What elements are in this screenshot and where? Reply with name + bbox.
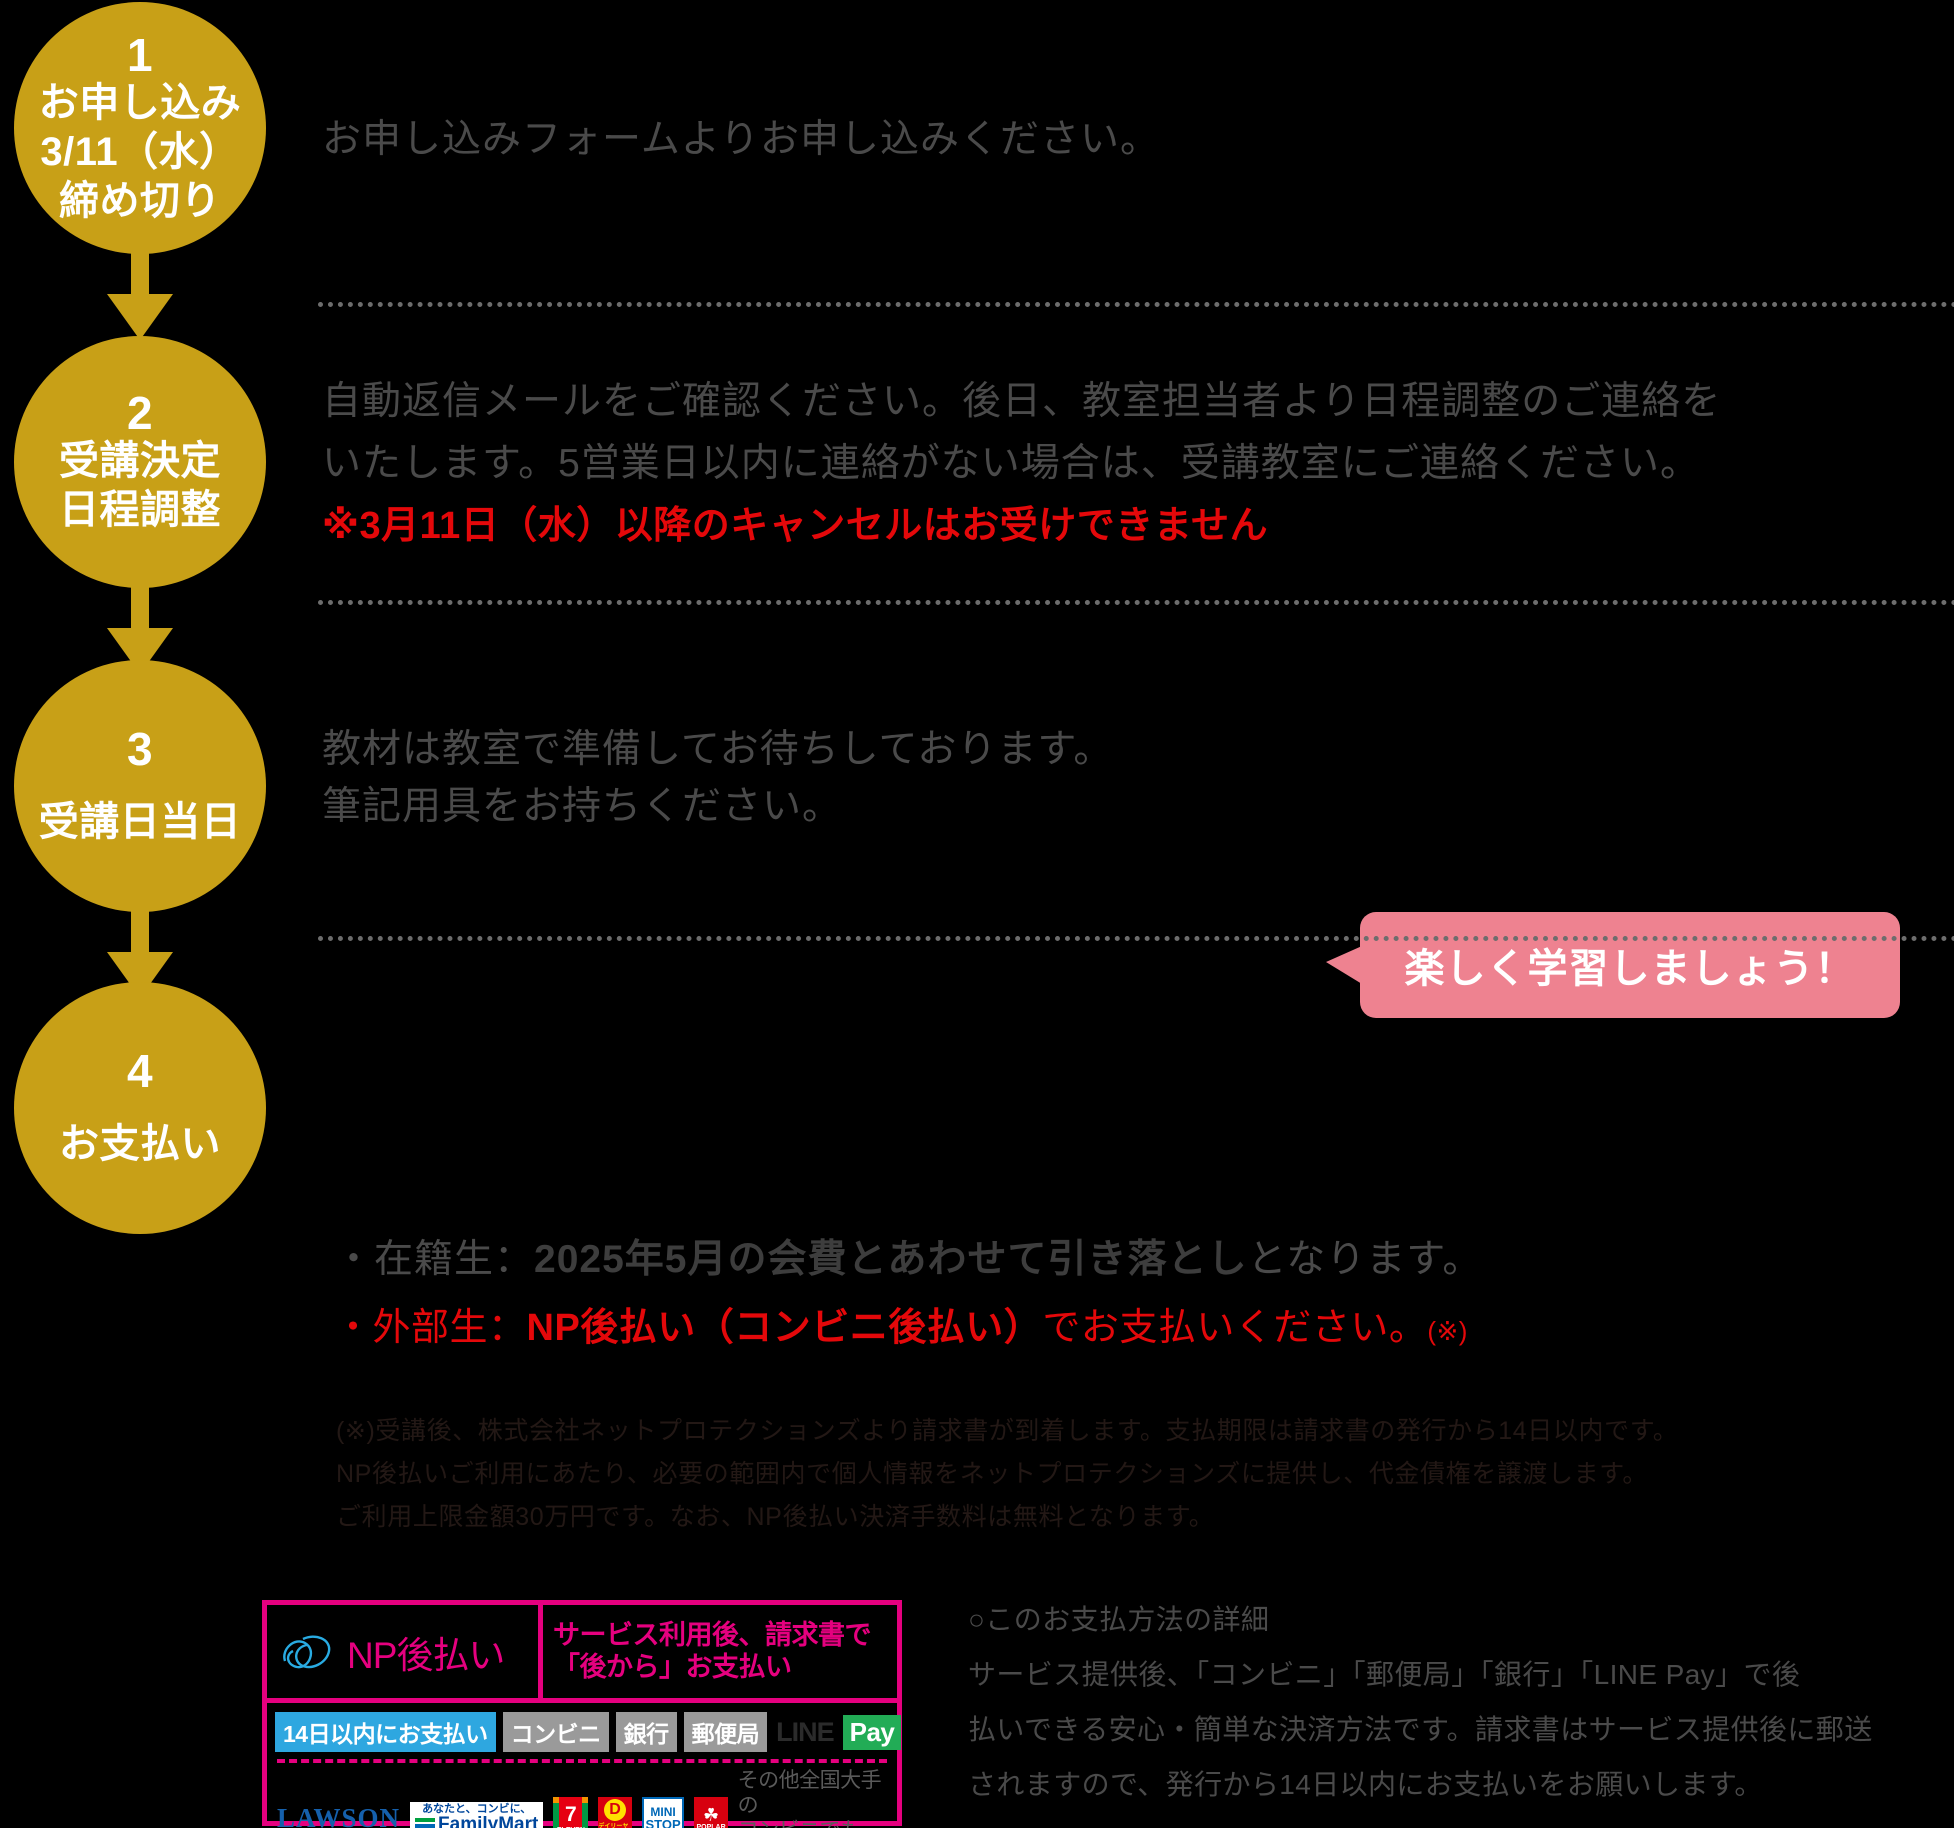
enrolled-suffix: となります。: [1247, 1238, 1483, 1281]
step-1-number: 1: [126, 28, 154, 81]
other-stores-line-1: その他全国大手の: [737, 1769, 882, 1817]
step-1-circle: 1 お申し込み 3/11（水） 締め切り: [14, 2, 266, 254]
step-4-caption-line-1: お支払い: [59, 1121, 221, 1166]
bubble-text: 楽しく学習しましょう！: [1404, 947, 1856, 991]
np-dashed-separator: [277, 1759, 887, 1763]
step-2-circle: 2 受講決定 日程調整: [14, 336, 266, 588]
np-box-top-row: NP後払い サービス利用後、請求書で 「後から」お支払い: [267, 1605, 897, 1703]
familymart-tagline: あなたと、コンビに、: [422, 1802, 532, 1815]
np-ribbon-icon: [283, 1634, 331, 1668]
ministop-line-2: STOP: [645, 1817, 681, 1828]
badge-konbini: コンビニ: [502, 1712, 609, 1752]
payment-detail-line-2: 払いできる安心・簡単な決済方法です。請求書はサービス提供後に郵送: [968, 1714, 1873, 1745]
step-4-circle: 4 お支払い: [14, 982, 266, 1234]
step-2-number: 2: [126, 387, 154, 440]
step-2-warning: ※3月11日（水）以降のキャンセルはお受けできません: [322, 505, 1269, 547]
np-logo-text: NP後払い: [347, 1634, 505, 1676]
poplar-logo: ☘ POPLAR: [694, 1796, 728, 1828]
seven-eleven-logo: 7 ELEVEN: [553, 1796, 589, 1828]
step-2-body-line-2: いたします。5営業日以内に連絡がない場合は、受講教室にご連絡ください。: [322, 442, 1701, 485]
step-3-body-line-2: 筆記用具をお持ちください。: [322, 785, 843, 828]
divider-2: [318, 600, 1954, 605]
step-4-footnote-line-2: NP後払いご利用にあたり、必要の範囲内で個人情報をネットプロテクションズに提供し…: [336, 1460, 1648, 1488]
step-4-footnote-line-3: ご利用上限金額30万円です。なお、NP後払い決済手数料は無料となります。: [336, 1503, 1215, 1531]
badge-line: LINE: [776, 1716, 835, 1747]
bubble-tail-icon: [1326, 946, 1362, 984]
other-stores-line-2: コンビニでもOK!: [738, 1819, 889, 1828]
familymart-bars-icon: [415, 1818, 436, 1828]
payment-detail-line-3: されますので、発行から14日以内にお支払いをお願いします。: [968, 1769, 1763, 1800]
np-payment-badges: 14日以内にお支払い コンビニ 銀行 郵便局 LINE Pay: [275, 1712, 902, 1752]
external-prefix: ・外部生：: [334, 1307, 527, 1349]
poplar-name: POPLAR: [696, 1824, 726, 1828]
step-3-caption-line-1: 受講日当日: [38, 799, 242, 844]
step-1-body-line-1: お申し込みフォームよりお申し込みください。: [322, 118, 1161, 161]
external-strong: NP後払い（コンビニ後払い）: [526, 1307, 1043, 1349]
daily-yamazaki-logo: D デイリーヤマザキ: [598, 1796, 632, 1828]
badge-ginko: 銀行: [615, 1712, 677, 1752]
familymart-logo: あなたと、コンビに、 FamilyMart: [410, 1801, 544, 1828]
ministop-logo: MINI STOP: [641, 1796, 685, 1828]
step-4-payment-line-external: ・外部生：NP後払い（コンビニ後払い）でお支払いください。(※): [334, 1296, 1468, 1351]
daily-name: デイリーヤマザキ: [598, 1823, 629, 1828]
divider-3: [318, 936, 1954, 941]
other-stores-note: その他全国大手の コンビニでもOK!: [738, 1769, 889, 1828]
enrolled-bold: 2025年5月の会費とあわせて引き落とし: [534, 1238, 1248, 1281]
step-4-payment-line-enrolled: ・在籍生：2025年5月の会費とあわせて引き落としとなります。: [334, 1228, 1482, 1291]
badge-pay: Pay: [842, 1714, 902, 1750]
daily-mark: D: [604, 1798, 627, 1821]
enrolled-prefix: ・在籍生：: [334, 1238, 535, 1281]
ministop-line-1: MINI: [650, 1805, 676, 1820]
np-box-bottom-row: 14日以内にお支払い コンビニ 銀行 郵便局 LINE Pay LAWSON あ…: [267, 1703, 902, 1828]
step-4-number: 4: [126, 1045, 154, 1098]
np-slogan-line-2: 「後から」お支払い: [553, 1651, 792, 1682]
external-mark: (※): [1427, 1316, 1468, 1346]
payment-detail-heading: ○このお支払方法の詳細: [968, 1604, 1270, 1635]
badge-14day: 14日以内にお支払い: [275, 1712, 496, 1752]
step-1-caption-line-1: お申し込み: [38, 80, 242, 125]
step-1-caption-line-3: 締め切り: [59, 178, 221, 223]
poplar-mark-icon: ☘: [702, 1805, 720, 1826]
external-suffix: でお支払いください。: [1042, 1307, 1428, 1349]
np-slogan: サービス利用後、請求書で 「後から」お支払い: [543, 1605, 897, 1698]
np-store-logos: LAWSON あなたと、コンビに、 FamilyMart 7 ELEVEN D …: [275, 1769, 889, 1828]
divider-1: [318, 302, 1954, 307]
step-1-caption-line-2: 3/11（水）: [40, 129, 240, 174]
step-2-body-line-1: 自動返信メールをご確認ください。後日、教室担当者より日程調整のご連絡を: [322, 380, 1722, 423]
badge-yubinkyoku: 郵便局: [683, 1712, 768, 1752]
np-brand: NP後払い: [267, 1605, 543, 1698]
np-atobarai-logo-box: NP後払い サービス利用後、請求書で 「後から」お支払い 14日以内にお支払い …: [262, 1600, 902, 1828]
seven-number: 7: [565, 1803, 577, 1827]
payment-detail-line-1: サービス提供後、「コンビニ」「郵便局」「銀行」「LINE Pay」で後: [968, 1659, 1801, 1690]
lawson-logo: LAWSON: [277, 1803, 401, 1828]
step-3-circle: 3 受講日当日: [14, 660, 266, 912]
arrow-1-to-2: [107, 252, 173, 340]
np-slogan-line-1: サービス利用後、請求書で: [553, 1619, 872, 1650]
step-3-number: 3: [126, 723, 154, 776]
step-4-footnote-line-1: (※)受講後、株式会社ネットプロテクションズより請求書が到着します。支払期限は請…: [336, 1417, 1679, 1445]
step-3-body-line-1: 教材は教室で準備してお待ちしております。: [322, 728, 1114, 771]
encouragement-bubble: 楽しく学習しましょう！: [1326, 912, 1900, 1018]
step-2-caption-line-2: 日程調整: [59, 488, 221, 533]
step-2-caption-line-1: 受講決定: [59, 439, 221, 484]
familymart-name: FamilyMart: [438, 1813, 539, 1828]
